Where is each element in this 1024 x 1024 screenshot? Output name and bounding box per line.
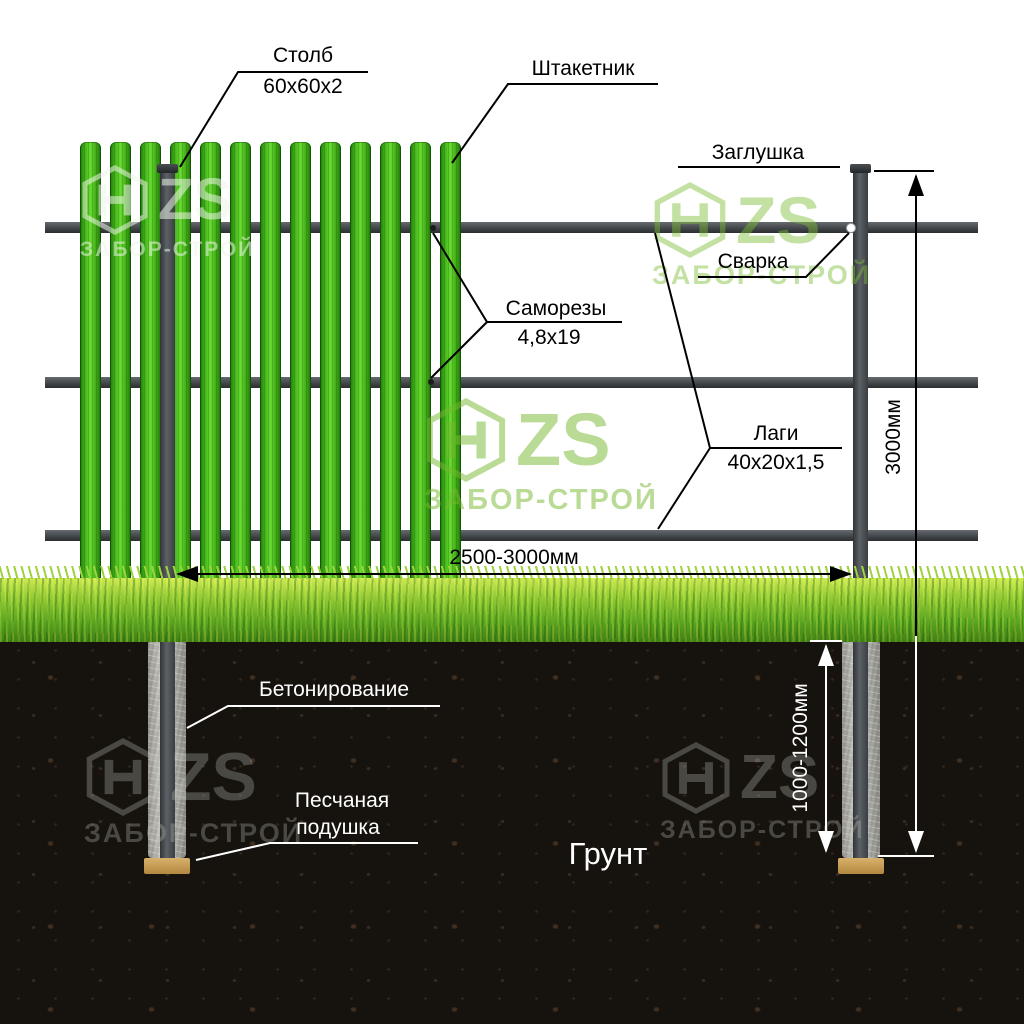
fence-post-left	[160, 172, 175, 858]
label-concrete: Бетонирование	[258, 678, 410, 701]
rail-top	[45, 222, 978, 233]
picket-board	[380, 142, 401, 612]
rail-middle	[45, 377, 978, 388]
label-post-name: Столб	[272, 44, 334, 67]
grass	[0, 566, 1024, 642]
picket-board	[410, 142, 431, 612]
sand-cushion-left	[144, 858, 190, 874]
picket-board	[200, 142, 221, 612]
rail-bottom	[45, 530, 978, 541]
label-ground: Грунт	[568, 836, 648, 871]
label-picket: Штакетник	[531, 57, 635, 80]
label-sand-line1: Песчаная	[294, 789, 390, 812]
label-cap: Заглушка	[711, 141, 805, 164]
brand-hexagon-icon	[424, 398, 508, 482]
post-cap-left	[157, 164, 178, 173]
dimension-post-height: 3000мм	[881, 399, 905, 475]
picket-board	[80, 142, 101, 612]
dimension-post-spacing: 2500-3000мм	[449, 546, 579, 569]
picket-board	[440, 142, 461, 612]
picket-board	[140, 142, 161, 612]
label-rails-name: Лаги	[753, 422, 799, 445]
label-screws-size: 4,8х19	[517, 326, 581, 349]
picket-board	[260, 142, 281, 612]
picket-board	[320, 142, 341, 612]
sand-cushion-right	[838, 858, 884, 874]
picket-board	[290, 142, 311, 612]
watermark-logo-text: ZS	[736, 183, 821, 257]
brand-hexagon-icon	[652, 182, 728, 258]
fence-post-right	[853, 172, 868, 858]
label-sand-line2: подушка	[296, 816, 380, 839]
label-screws-name: Саморезы	[505, 297, 607, 320]
picket-board	[170, 142, 191, 612]
picket-board	[350, 142, 371, 612]
post-cap-right	[850, 164, 871, 173]
label-post-size: 60х60х2	[263, 75, 343, 98]
label-weld: Сварка	[717, 250, 789, 273]
dimension-embed-depth: 1000-1200мм	[788, 683, 812, 813]
picket-board	[230, 142, 251, 612]
label-rails-size: 40х20х1,5	[727, 451, 825, 474]
picket-board	[110, 142, 131, 612]
watermark-logo-text: ZS	[516, 398, 611, 481]
